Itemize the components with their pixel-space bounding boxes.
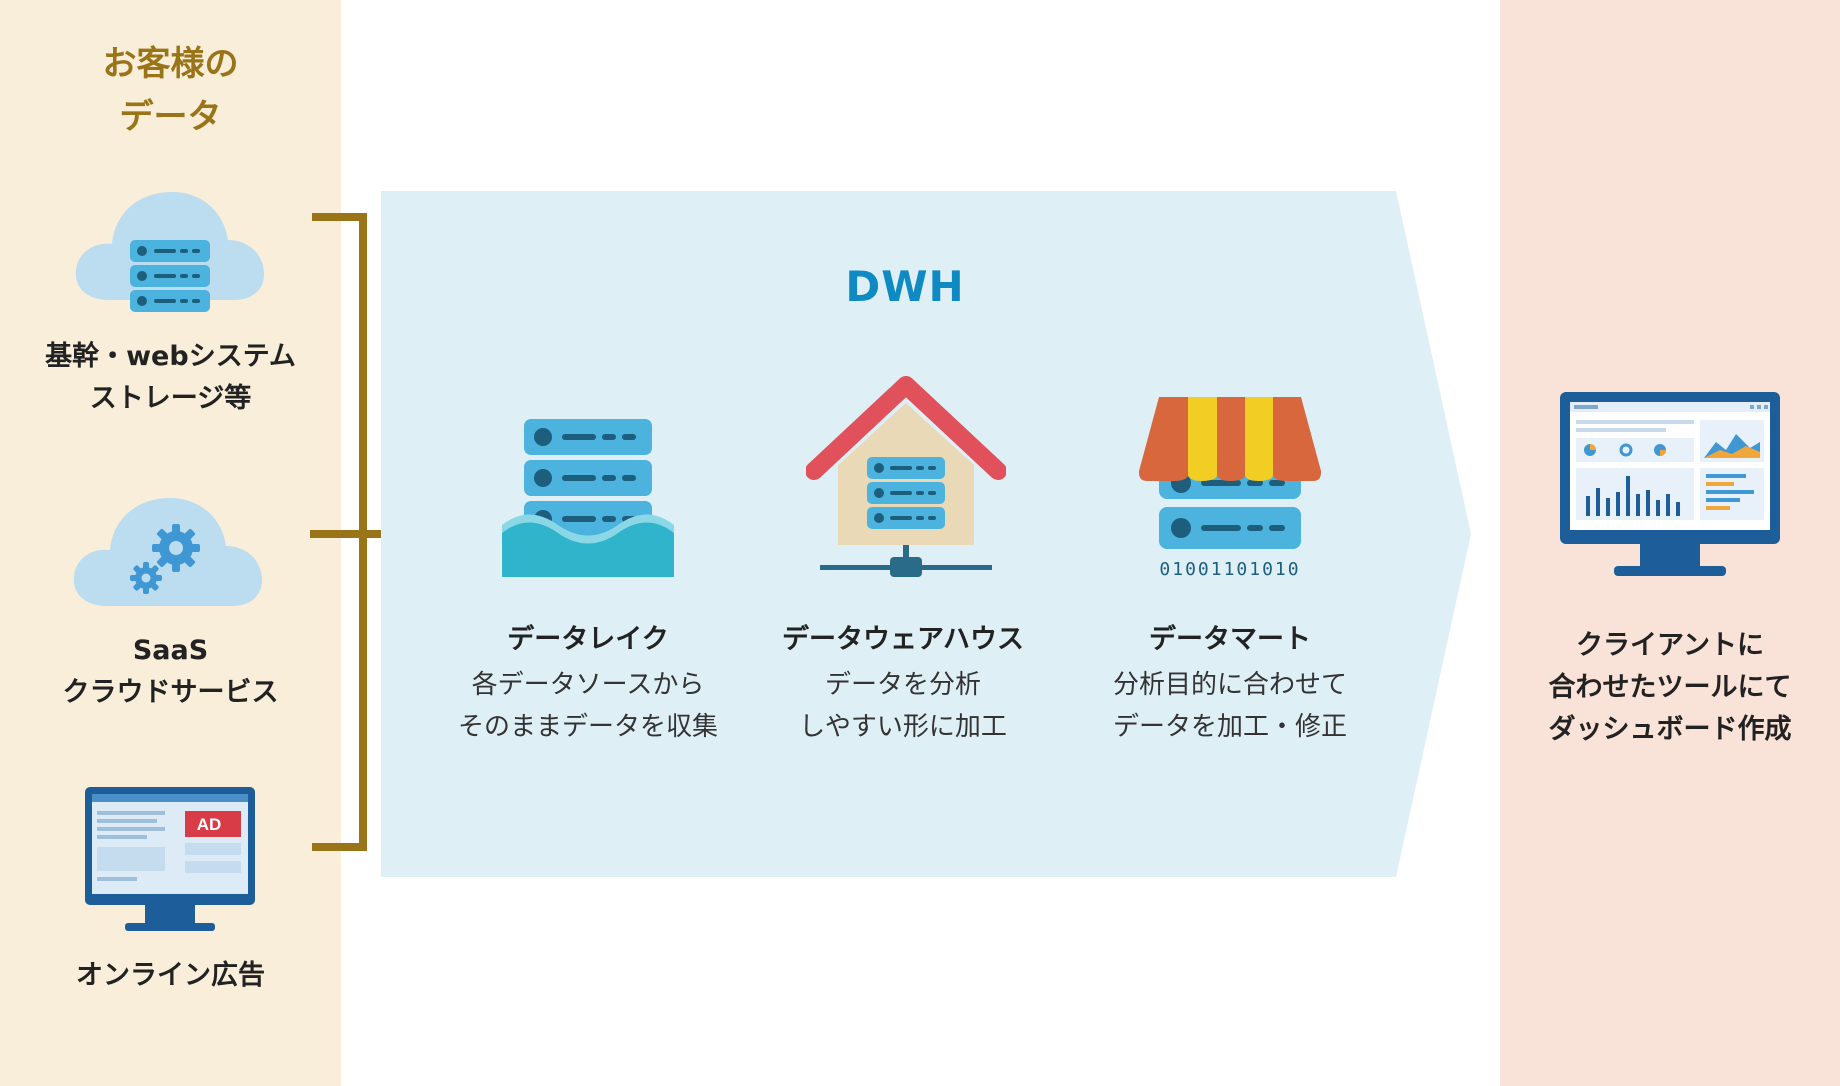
data-mart-icon (1139, 397, 1321, 549)
cloud-gear-icon (73, 498, 263, 606)
ad-badge-text: AD (196, 815, 222, 834)
dwh-title: DWH (845, 262, 965, 311)
stage-desc-data-lake: 各データソースから そのままデータを収集 (457, 670, 718, 742)
warehouse-icon (806, 376, 1006, 577)
dashboard-monitor-icon (1560, 392, 1780, 576)
source-label-saas: SaaS クラウドサービス (62, 635, 279, 708)
source-label-online-ads: オンライン広告 (76, 960, 265, 991)
stage-title-data-lake: データレイク (507, 624, 669, 655)
stage-title-warehouse: データウェアハウス (782, 624, 1024, 655)
source-label-core-systems: 基幹・webシステム ストレージ等 (45, 341, 296, 414)
stage-desc-warehouse: データを分析 しやすい形に加工 (799, 670, 1007, 742)
stage-desc-data-mart: 分析目的に合わせて データを加工・修正 (1112, 670, 1347, 742)
data-lake-icon (502, 419, 674, 577)
binary-caption: 01001101010 (1159, 559, 1301, 580)
output-label: クライアントに 合わせたツールにて ダッシュボード作成 (1548, 630, 1792, 745)
monitor-ad-icon (85, 787, 255, 931)
stage-title-data-mart: データマート (1149, 624, 1311, 655)
cloud-server-icon (75, 192, 265, 312)
customer-data-title: お客様の データ (102, 44, 239, 137)
